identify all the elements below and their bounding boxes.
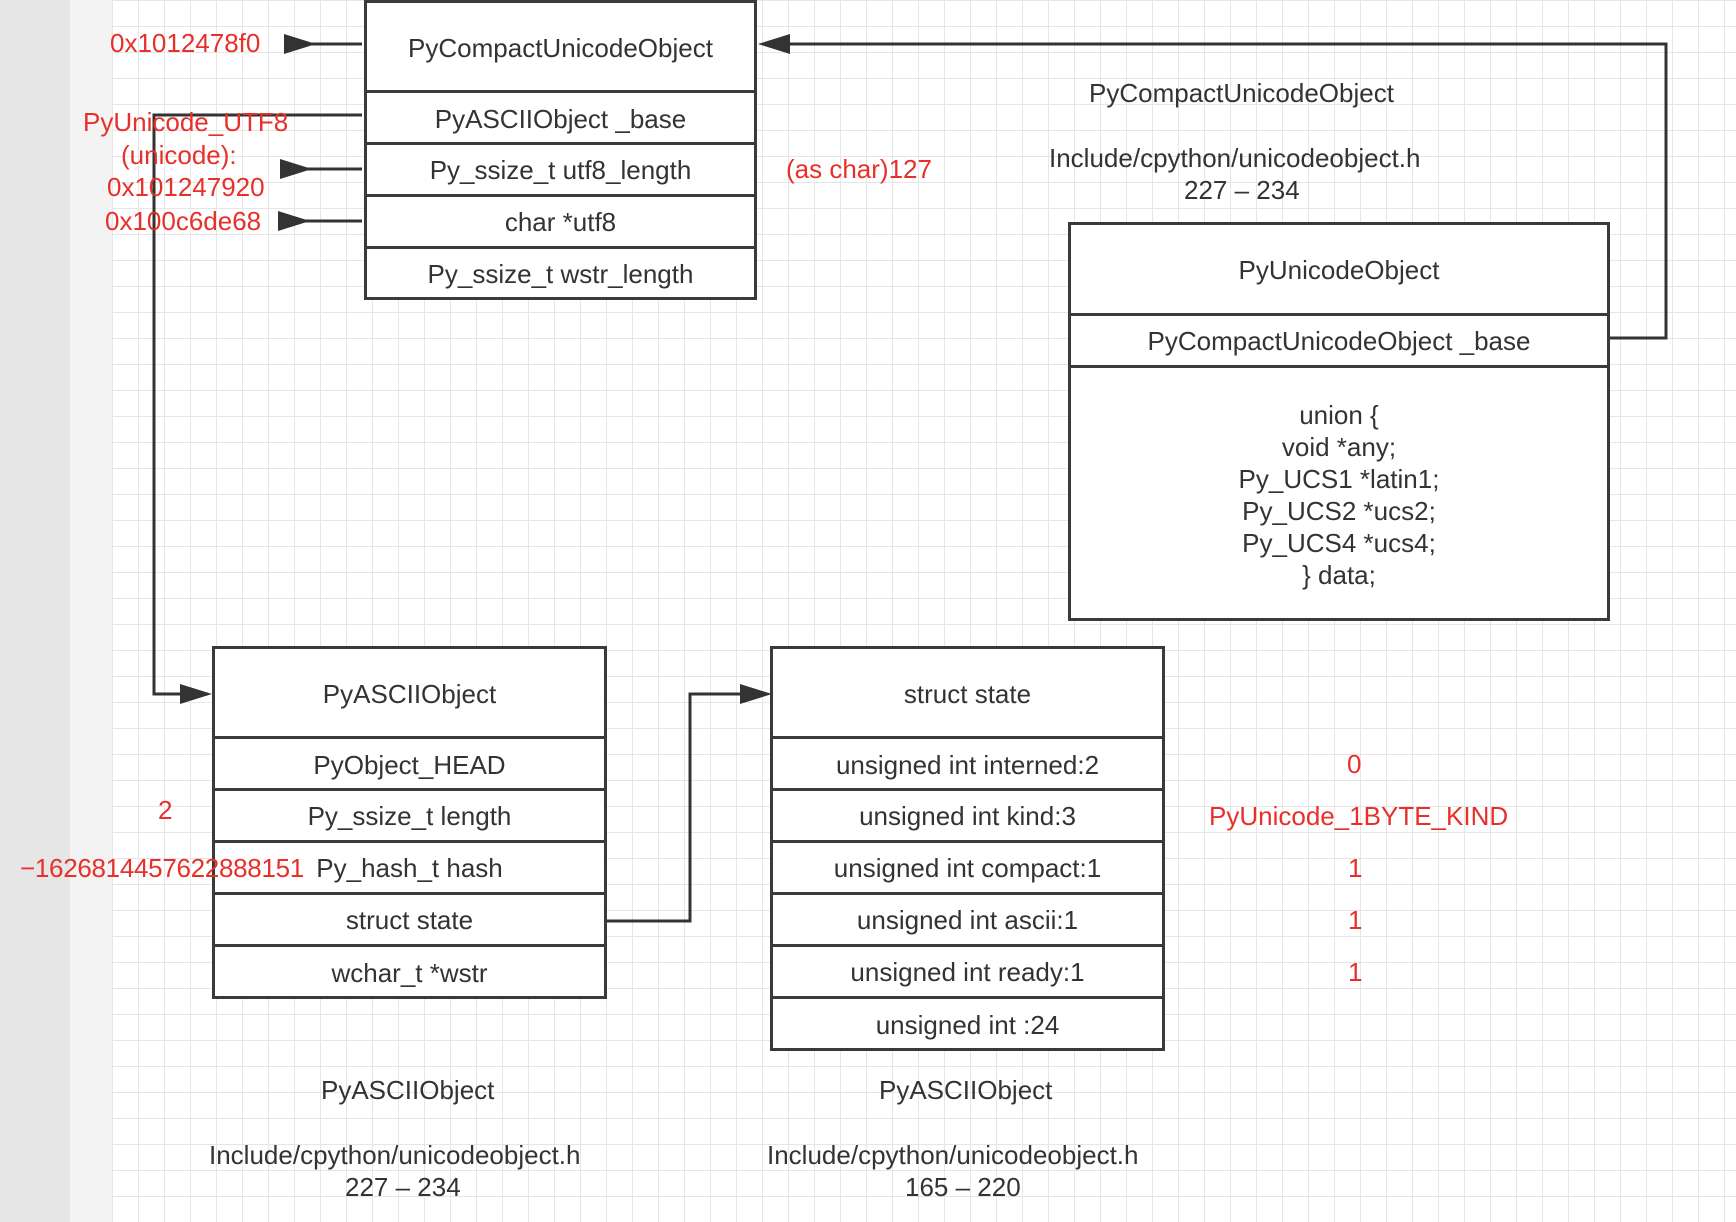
compact-unicode-object-title: PyCompactUnicodeObject	[408, 32, 713, 63]
union-block: union { void *any; Py_UCS1 *latin1; Py_U…	[1239, 399, 1440, 591]
left-sidebar	[0, 0, 70, 1222]
ascii-field-wstr-label: wchar_t *wstr	[331, 957, 488, 988]
struct-state-box[interactable]: struct state unsigned int interned:2 uns…	[770, 646, 1165, 1051]
object-address-annotation: 0x1012478f0	[110, 28, 261, 58]
ascii-value: 1	[1348, 905, 1363, 935]
ascii-caption-file: Include/cpython/unicodeobject.h	[209, 1140, 581, 1170]
union-line-open: union {	[1299, 399, 1379, 430]
kind-value: PyUnicode_1BYTE_KIND	[1209, 801, 1509, 831]
utf8-length-value-annotation: (as char)127	[786, 154, 932, 184]
ascii-object-title: PyASCIIObject	[322, 678, 497, 709]
compact-caption-name: PyCompactUnicodeObject	[1089, 78, 1394, 108]
length-value-annotation: 2	[158, 795, 173, 825]
state-field-ascii-label: unsigned int ascii:1	[856, 904, 1079, 935]
compact-field-utf8-length-label: Py_ssize_t utf8_length	[429, 154, 692, 185]
union-line-ucs4: Py_UCS4 *ucs4;	[1242, 527, 1436, 558]
struct-state-header: struct state	[773, 649, 1162, 739]
struct-state-title: struct state	[903, 678, 1032, 709]
ascii-field-head: PyObject_HEAD	[215, 736, 604, 791]
ascii-object-box[interactable]: PyASCIIObject PyObject_HEAD Py_ssize_t l…	[212, 646, 607, 999]
compact-field-wstr-length: Py_ssize_t wstr_length	[367, 246, 754, 300]
compact-field-utf8-label: char *utf8	[504, 206, 617, 237]
ascii-field-state: struct state	[215, 892, 604, 945]
state-field-interned-label: unsigned int interned:2	[835, 749, 1100, 780]
compact-value: 1	[1348, 853, 1363, 883]
state-caption-lines: 165 – 220	[905, 1172, 1021, 1202]
state-caption-name: PyASCIIObject	[879, 1075, 1053, 1105]
compact-caption-lines: 227 – 234	[1184, 175, 1300, 205]
ascii-field-hash: Py_hash_t hash	[215, 840, 604, 893]
state-field-ascii: unsigned int ascii:1	[773, 892, 1162, 945]
compact-field-utf8-length: Py_ssize_t utf8_length	[367, 142, 754, 195]
state-to-struct-connector	[605, 684, 772, 923]
unicode-object-header: PyUnicodeObject	[1071, 225, 1607, 315]
unicode-object-title: PyUnicodeObject	[1238, 254, 1440, 285]
union-line-ucs2: Py_UCS2 *ucs2;	[1242, 495, 1436, 526]
unicode-field-base-label: PyCompactUnicodeObject _base	[1147, 326, 1531, 356]
unicode-field-base: PyCompactUnicodeObject _base	[1071, 313, 1607, 367]
hash-value-annotation: −1626814457622888151	[20, 853, 304, 883]
ascii-field-hash-label: Py_hash_t hash	[316, 852, 503, 883]
compact-field-base-label: PyASCIIObject _base	[434, 103, 687, 134]
compact-field-wstr-length-label: Py_ssize_t wstr_length	[427, 259, 694, 289]
compact-unicode-object-box[interactable]: PyCompactUnicodeObject PyASCIIObject _ba…	[364, 0, 757, 300]
compact-caption-file: Include/cpython/unicodeobject.h	[1049, 143, 1421, 173]
unicode-data-union: union { void *any; Py_UCS1 *latin1; Py_U…	[1071, 365, 1607, 621]
state-field-padding: unsigned int :24	[773, 996, 1162, 1051]
sidebar-edge	[70, 0, 112, 1222]
ready-value: 1	[1348, 957, 1363, 987]
unicode-base-to-compact-connector	[758, 34, 1668, 340]
utf8-pointer-arrow	[278, 211, 362, 231]
state-caption-file: Include/cpython/unicodeobject.h	[767, 1140, 1139, 1170]
utf8-label-line2: (unicode):	[121, 140, 237, 170]
state-field-kind: unsigned int kind:3	[773, 788, 1162, 841]
state-field-ready-label: unsigned int ready:1	[850, 956, 1085, 987]
interned-value: 0	[1347, 749, 1362, 779]
ascii-field-wstr: wchar_t *wstr	[215, 944, 604, 999]
compact-unicode-object-header: PyCompactUnicodeObject	[367, 3, 754, 93]
state-field-compact: unsigned int compact:1	[773, 840, 1162, 893]
union-line-latin1: Py_UCS1 *latin1;	[1238, 463, 1440, 494]
utf8-pointer-annotation: 0x100c6de68	[105, 206, 262, 236]
utf8-address-annotation: 0x101247920	[107, 172, 265, 202]
state-field-interned: unsigned int interned:2	[773, 736, 1162, 791]
state-field-ready: unsigned int ready:1	[773, 944, 1162, 997]
state-field-kind-label: unsigned int kind:3	[859, 800, 1076, 831]
ascii-caption-lines: 227 – 234	[345, 1172, 461, 1202]
compact-field-base: PyASCIIObject _base	[367, 90, 754, 145]
state-field-compact-label: unsigned int compact:1	[833, 852, 1102, 883]
compact-field-utf8: char *utf8	[367, 194, 754, 247]
utf8-label-line1: PyUnicode_UTF8	[83, 107, 289, 137]
ascii-field-state-label: struct state	[345, 904, 474, 935]
union-line-close: } data;	[1302, 559, 1376, 590]
ascii-field-length-label: Py_ssize_t length	[307, 800, 512, 831]
ascii-object-header: PyASCIIObject	[215, 649, 604, 739]
ascii-field-length: Py_ssize_t length	[215, 788, 604, 841]
unicode-object-box[interactable]: PyUnicodeObject PyCompactUnicodeObject _…	[1068, 222, 1610, 621]
address-arrow	[284, 34, 362, 54]
ascii-caption-name: PyASCIIObject	[321, 1075, 495, 1105]
ascii-field-head-label: PyObject_HEAD	[313, 749, 506, 780]
utf8-length-arrow	[280, 159, 362, 179]
base-to-ascii-connector	[152, 113, 362, 704]
union-line-any: void *any;	[1281, 431, 1397, 462]
state-field-padding-label: unsigned int :24	[875, 1009, 1060, 1040]
